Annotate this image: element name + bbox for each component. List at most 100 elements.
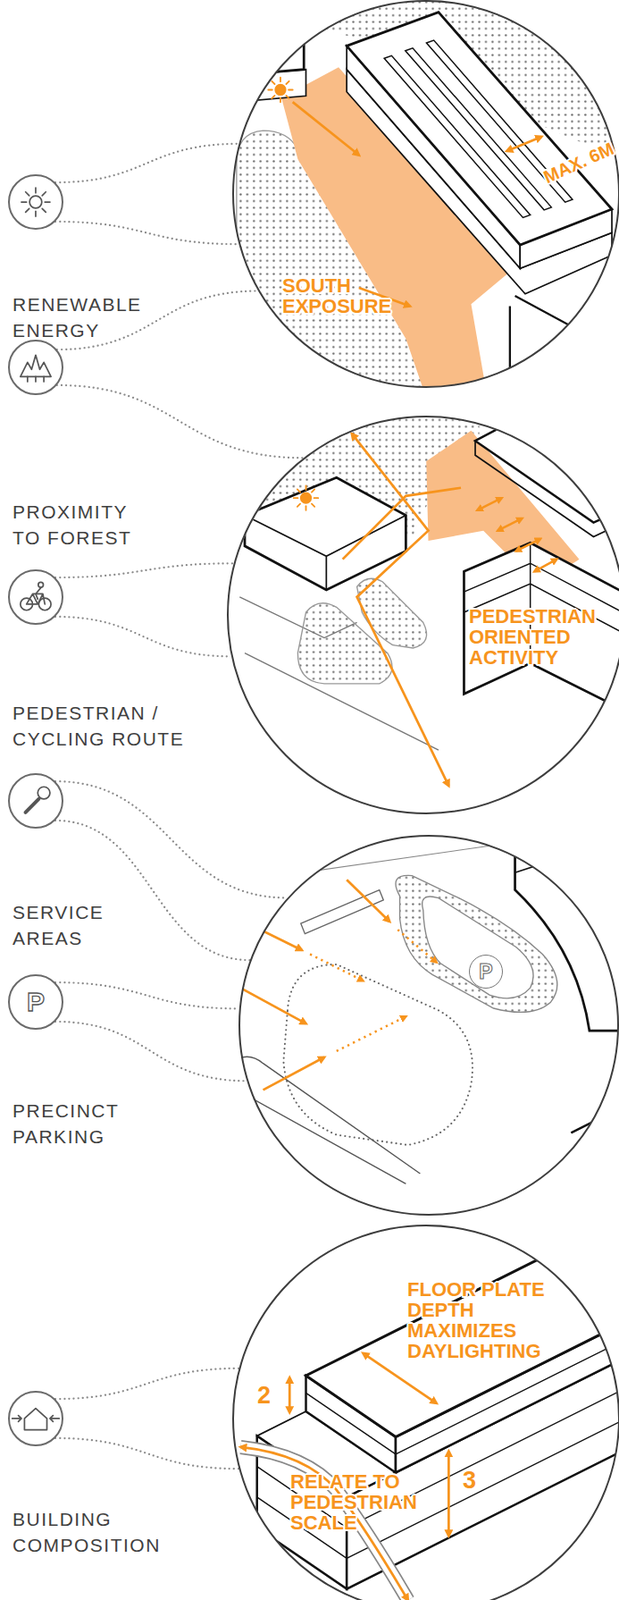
wrench-icon (25, 786, 51, 812)
solar-site-sketch (405, 48, 552, 210)
callout-text: SOUTH EXPOSURE (282, 275, 417, 317)
pedestrian-site-sketch (476, 497, 502, 511)
sun-icon (41, 208, 46, 212)
sun-icon (41, 192, 46, 196)
pedestrian-site-sketch (311, 503, 315, 507)
house-icon (12, 1414, 22, 1422)
solar-site-sketch (267, 77, 293, 102)
parking-glyph: P (9, 975, 62, 1028)
category-label: SERVICE AREAS (12, 899, 147, 951)
icon-glyphs (12, 187, 60, 1429)
category-label: PRECINCT PARKING (12, 1097, 156, 1149)
sun-icon (25, 208, 30, 212)
solar-site-sketch (288, 89, 293, 92)
pedestrian-site-sketch (314, 496, 319, 499)
pedestrian-site-sketch (342, 487, 461, 560)
pedestrian-site-sketch (516, 538, 541, 552)
solar-site-sketch (506, 136, 542, 151)
service-site-sketch (570, 1111, 619, 1204)
pedestrian-site-sketch (301, 492, 311, 502)
dotted-connector (55, 221, 239, 244)
detail-circle: FLOOR PLATE DEPTH MAXIMIZES DAYLIGHTING 2… (232, 1223, 619, 1599)
composition-icon: BUILDING COMPOSITION (8, 1389, 64, 1446)
forest-icon (27, 376, 44, 382)
dotted-connector (55, 562, 235, 656)
pedestrian-site-sketch (234, 402, 619, 786)
illustration (12, 0, 619, 1599)
callout-text: PEDESTRIAN ORIENTED ACTIVITY (468, 605, 619, 668)
house-icon (12, 1407, 60, 1430)
pedestrian-site-sketch (305, 485, 308, 490)
solar-site-sketch (267, 89, 273, 92)
house-icon (50, 1414, 59, 1422)
sun-icon (21, 200, 27, 203)
solar-site-sketch (271, 81, 275, 84)
pedestrian-site-sketch (357, 577, 427, 648)
wrench-icon (37, 786, 51, 799)
dotted-connector (55, 143, 239, 244)
category-label: PEDESTRIAN / CYCLING ROUTE (12, 700, 205, 752)
callout-text: FLOOR PLATE DEPTH MAXIMIZES DAYLIGHTING (407, 1278, 573, 1361)
solar-site-sketch (279, 77, 282, 83)
pedestrian-site-sketch (475, 422, 619, 523)
category-label: PROXIMITY TO FOREST (12, 499, 156, 551)
sun-icon (34, 187, 37, 193)
bike-icon (35, 587, 42, 600)
dotted-connector (55, 562, 235, 578)
pedestrian-site-sketch (297, 503, 301, 507)
sun-icon (21, 187, 51, 217)
callout-number: 2 (257, 1381, 285, 1407)
service-site-sketch (422, 895, 534, 998)
solar-site-sketch (232, 0, 304, 76)
pedestrian-site-sketch (293, 485, 318, 510)
dotted-connector (55, 780, 288, 897)
pedestrian-site-sketch (244, 515, 406, 590)
pedestrian-site-sketch (297, 488, 301, 492)
bike-icon (20, 581, 51, 610)
service-site-sketch (301, 889, 384, 934)
building-sketch (306, 1215, 619, 1437)
solar-site-sketch (346, 12, 612, 245)
pedestrian-site-sketch (463, 542, 619, 714)
dotted-connector (55, 819, 251, 960)
service-site-sketch (283, 963, 473, 1145)
solar-site-sketch (236, 69, 307, 103)
solar-site-sketch (271, 95, 275, 99)
solar-site-sketch (285, 95, 289, 99)
cycling-icon: PEDESTRIAN / CYCLING ROUTE (8, 568, 64, 625)
detail-circle: MAX. 6MSOUTH EXPOSURE (232, 0, 619, 388)
pedestrian-site-sketch (475, 440, 619, 536)
bike-icon (38, 581, 44, 587)
parking-glyph: P (469, 954, 502, 988)
pedestrian-site-sketch (534, 559, 557, 572)
sun-icon (34, 210, 37, 217)
pedestrian-site-sketch (351, 433, 449, 786)
service-site-sketch (232, 840, 619, 1204)
parking-badge: P (468, 953, 503, 988)
wrench-icon (25, 798, 40, 812)
service-site-sketch (263, 1056, 326, 1090)
detail-circle: P (238, 834, 619, 1215)
solar-site-sketch (275, 84, 285, 95)
service-site-sketch (395, 874, 558, 1012)
dotted-connector (57, 384, 304, 458)
service-site-sketch (397, 928, 436, 962)
pedestrian-site-sketch (293, 496, 299, 499)
sun-icon (29, 195, 42, 209)
sun-icon (44, 200, 51, 203)
dotted-connector (55, 616, 232, 656)
dotted-connector (55, 981, 240, 1008)
parking-icon: PPRECINCT PARKING (8, 973, 64, 1029)
detail-circle: PEDESTRIAN ORIENTED ACTIVITY (226, 415, 619, 814)
building-sketch (447, 1449, 451, 1535)
forest-icon: PROXIMITY TO FOREST (8, 339, 64, 395)
dotted-connector (55, 780, 288, 960)
forest-icon (20, 354, 51, 377)
pedestrian-site-sketch (305, 505, 308, 511)
service-icon: SERVICE AREAS (8, 772, 64, 829)
house-icon (24, 1407, 47, 1430)
pedestrian-site-sketch (497, 518, 522, 531)
solar-site-sketch (232, 0, 619, 398)
category-label: BUILDING COMPOSITION (12, 1505, 192, 1557)
